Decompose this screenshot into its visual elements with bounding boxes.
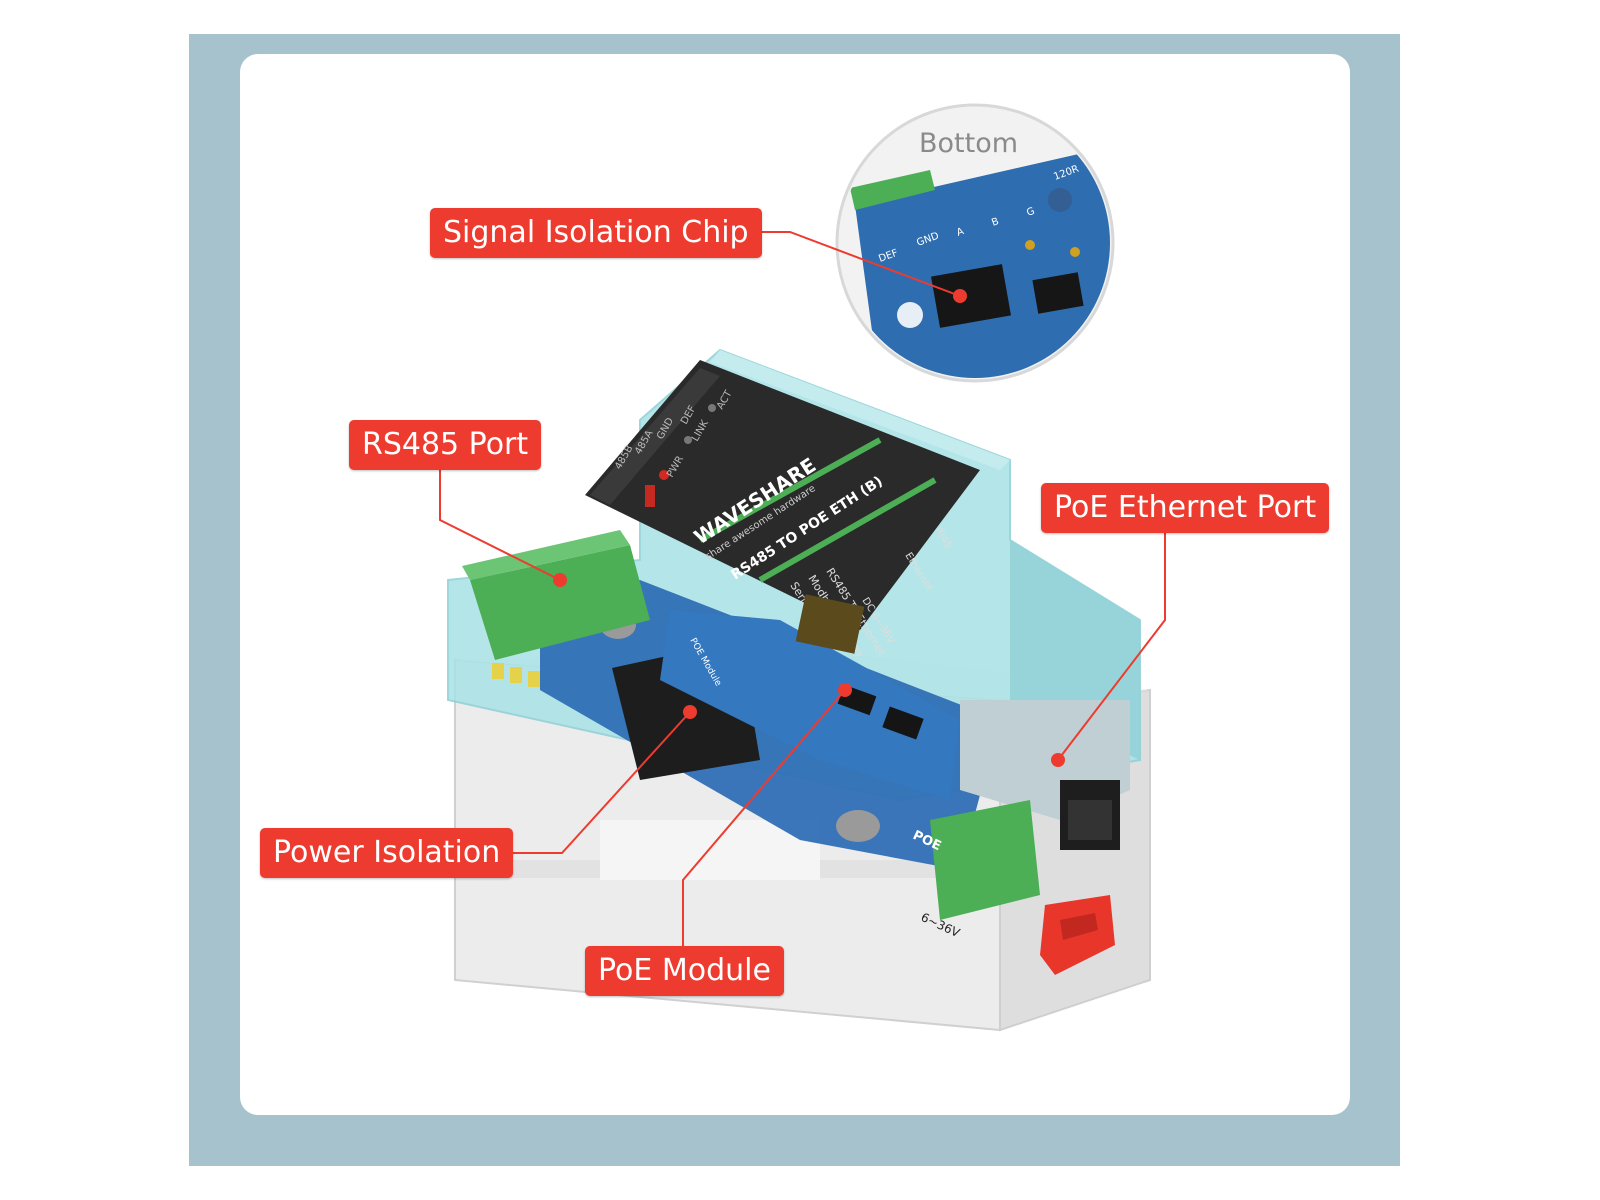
pcb-label-g: G: [1025, 206, 1036, 219]
callout-signal-isolation-chip: Signal Isolation Chip: [430, 208, 762, 258]
leader-poe-module: [682, 689, 846, 947]
callout-rs485-port: RS485 Port: [349, 420, 542, 470]
bottom-inset: DEF GND A B G 120R: [835, 103, 1115, 383]
inset-bottom-label: Bottom: [919, 128, 1019, 159]
callout-poe-ethernet-port: PoE Ethernet Port: [1041, 483, 1330, 533]
led-link: [684, 436, 692, 444]
callout-poe-module: PoE Module: [585, 946, 784, 996]
leader-power-isolation: [500, 711, 691, 854]
power-terminal: [930, 800, 1040, 920]
pcb-label-a: A: [955, 226, 965, 239]
leader-dots: [553, 289, 1065, 767]
rs485-terminal: [470, 545, 650, 660]
callout-power-isolation: Power Isolation: [260, 828, 514, 878]
poe-module-board: [660, 610, 960, 800]
leader-rs485: [439, 470, 561, 581]
pcb-label-b: B: [990, 216, 1000, 229]
led-act: [708, 404, 716, 412]
led-pwr: [659, 470, 669, 480]
device: WAVESHARE share awesome hardware RS485 T…: [447, 348, 1151, 1032]
isolation-chip: [931, 264, 1011, 328]
leader-poe-ethernet: [1057, 533, 1166, 761]
